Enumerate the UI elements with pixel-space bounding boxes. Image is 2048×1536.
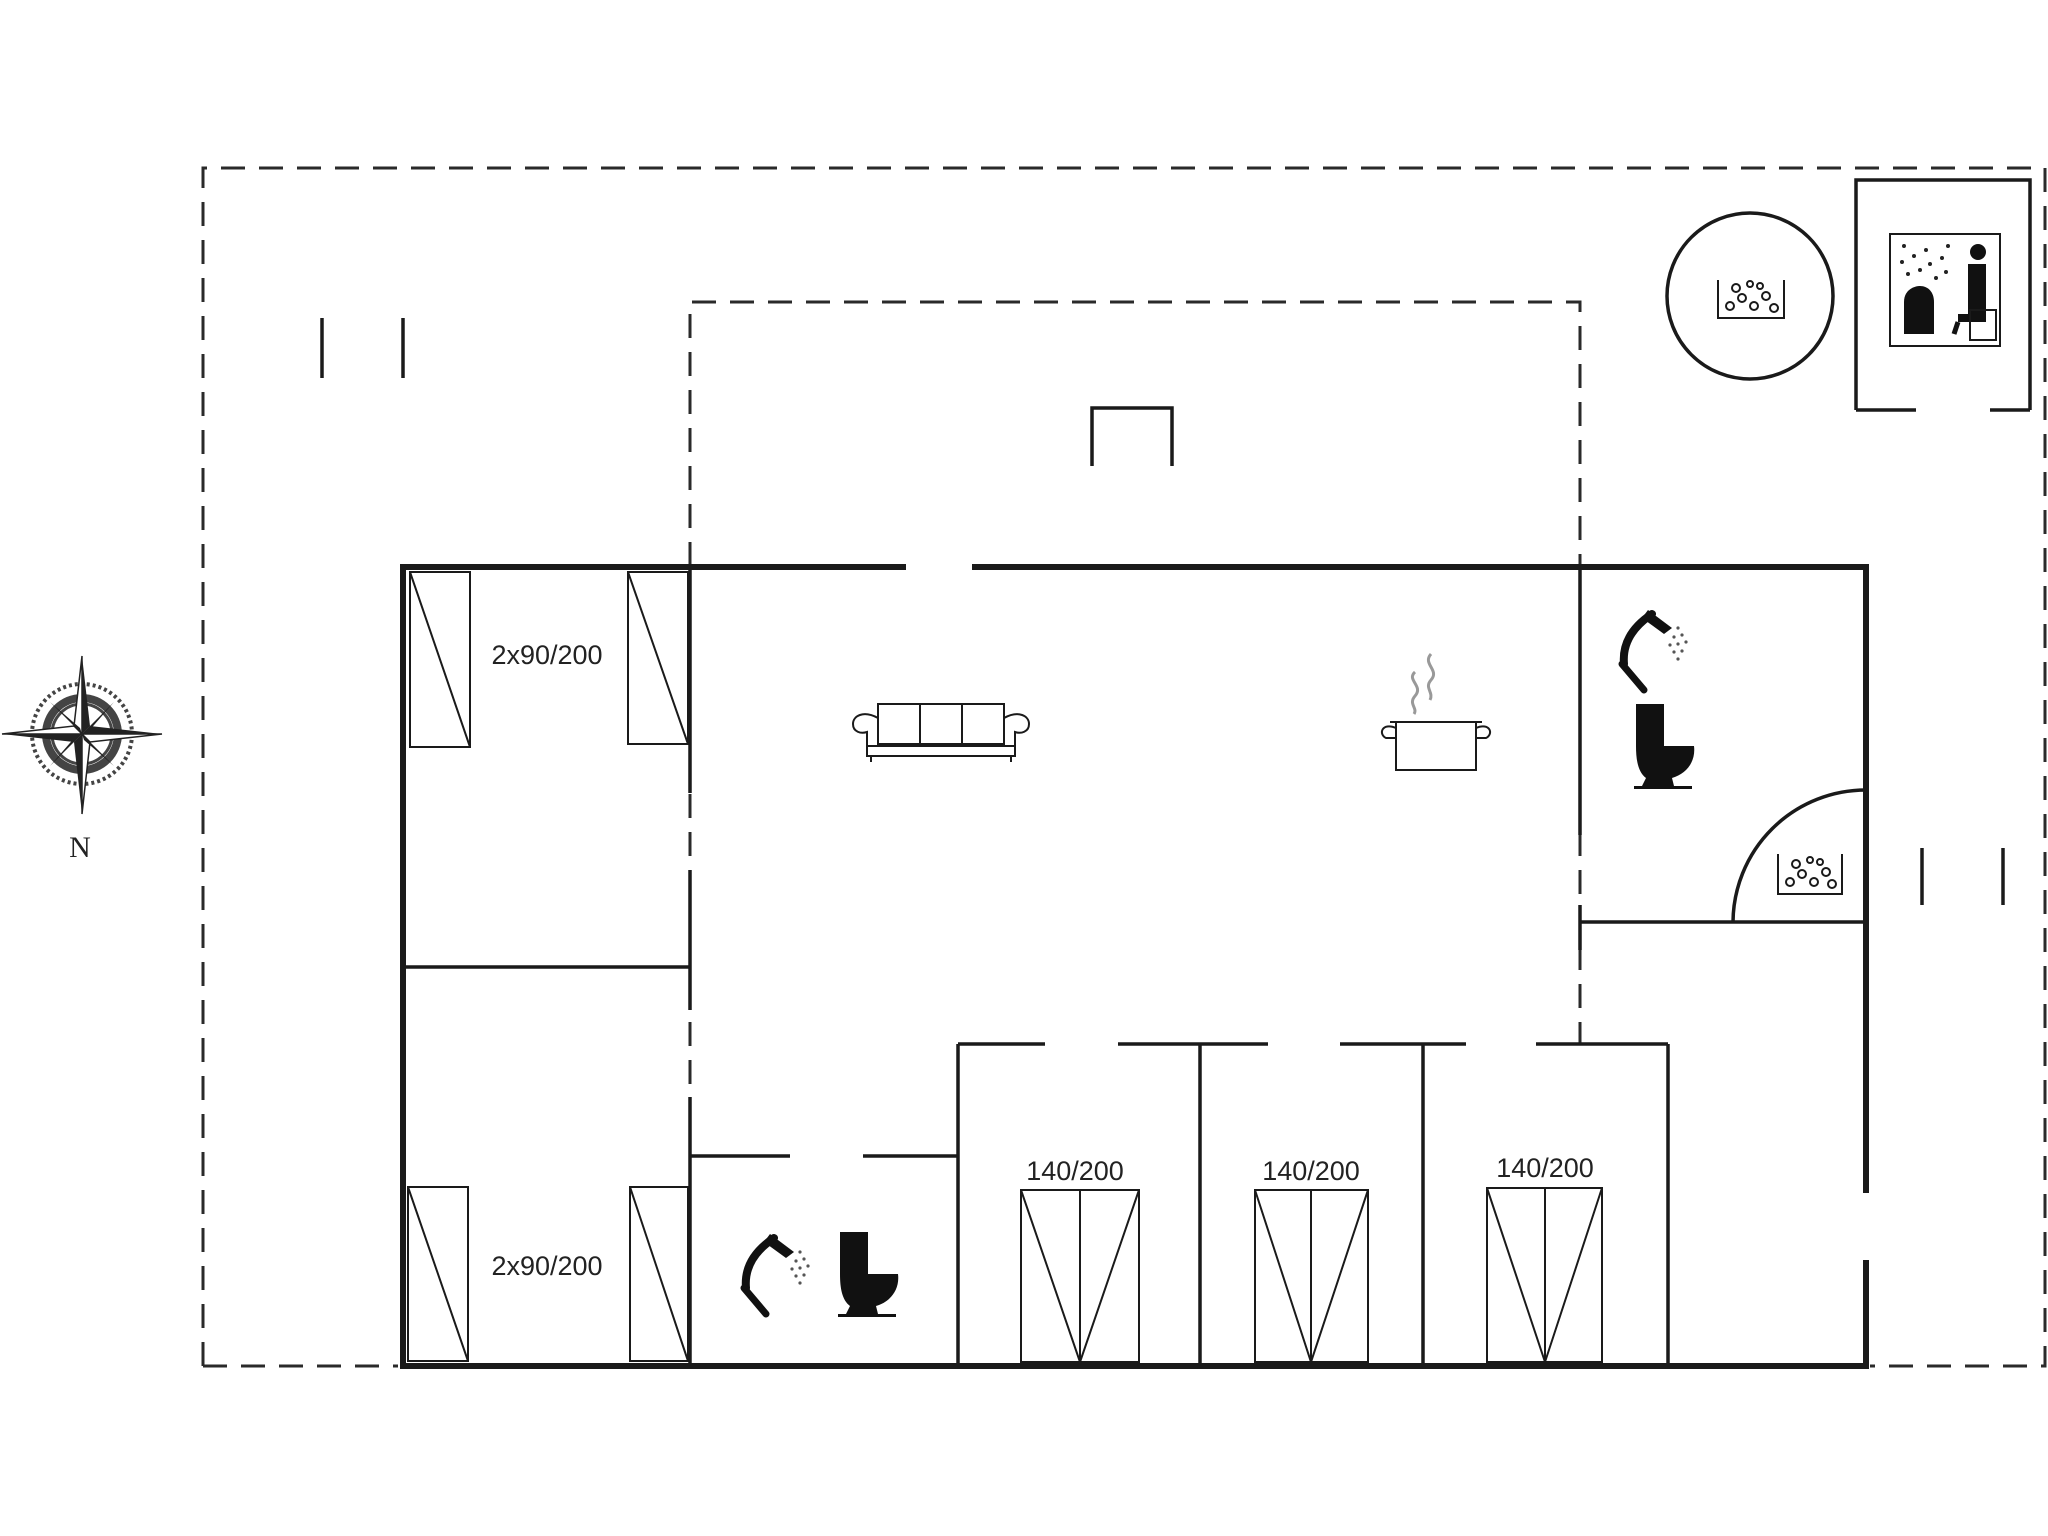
cooking-pot-icon bbox=[1380, 652, 1492, 771]
toilet-icon-2 bbox=[838, 1232, 899, 1317]
hot-tub-icon bbox=[1777, 854, 1843, 895]
terrace-outline bbox=[201, 166, 2047, 1368]
sauna-icon bbox=[1889, 233, 2001, 347]
bed-bedroom-5 bbox=[1486, 1187, 1603, 1366]
bed-label-bedroom-5: 140/200 bbox=[1496, 1153, 1594, 1183]
sauna-annex bbox=[1854, 178, 2032, 412]
shower-icon-2 bbox=[740, 1234, 810, 1318]
outdoor-markers bbox=[320, 318, 2005, 905]
outdoor-hot-tub-icon bbox=[1665, 211, 1835, 381]
shower-icon bbox=[1618, 610, 1688, 694]
bed-bedroom-4 bbox=[1254, 1189, 1369, 1366]
bed-label-bedroom-2: 2x90/200 bbox=[491, 1251, 602, 1281]
interior-walls bbox=[403, 567, 1867, 1366]
sofa-icon bbox=[851, 703, 1031, 762]
bed-bedroom-1 bbox=[409, 571, 689, 748]
bed-label-bedroom-4: 140/200 bbox=[1262, 1156, 1360, 1186]
toilet-icon bbox=[1634, 704, 1695, 789]
bed-bedroom-3 bbox=[1020, 1189, 1140, 1366]
compass-north-label: N bbox=[69, 831, 91, 864]
bed-label-bedroom-3: 140/200 bbox=[1026, 1156, 1124, 1186]
bed-bedroom-2 bbox=[407, 1186, 689, 1362]
bed-label-bedroom-1: 2x90/200 bbox=[491, 640, 602, 670]
compass-rose-icon bbox=[1, 655, 163, 815]
